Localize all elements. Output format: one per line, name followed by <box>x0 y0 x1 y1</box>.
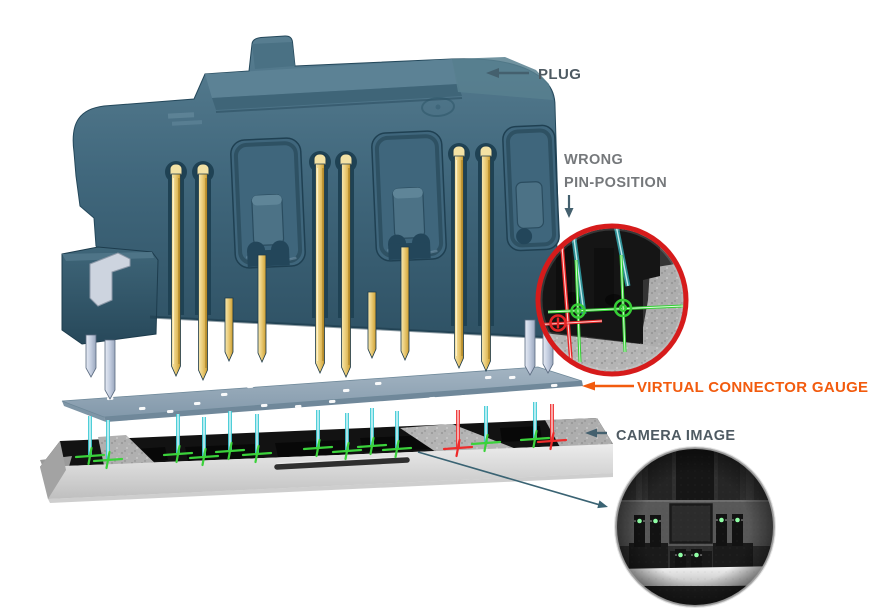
gold-pin <box>313 153 327 374</box>
plug-emboss-circle <box>421 96 455 118</box>
camera-arrowhead <box>585 428 597 438</box>
plug-pins <box>85 145 554 400</box>
plug-cavity <box>502 124 560 252</box>
pin-crosshair-green <box>356 436 388 456</box>
label-camera-image: CAMERA IMAGE <box>616 428 735 444</box>
emboss-mark <box>171 120 203 126</box>
label-wrong-pin-line2: PIN-POSITION <box>564 175 667 191</box>
gold-pin <box>196 163 210 381</box>
strip-slot-highlight <box>276 456 408 464</box>
pin-crosshair-green <box>381 439 413 459</box>
inset-crosshair-green <box>547 254 684 363</box>
plug-top-ledge <box>205 59 458 98</box>
ledge-shadow-line <box>215 97 463 113</box>
crosshair-marker-green <box>570 303 586 319</box>
callout-line-camera-detail <box>417 451 608 509</box>
pin-shaft-red-wrong <box>559 232 574 372</box>
annotation-plug: PLUG <box>486 66 581 83</box>
strip-bottom-edge <box>48 473 613 503</box>
label-wrong-pin-line1: WRONG <box>564 152 623 168</box>
label-plug: PLUG <box>538 66 581 83</box>
pin-crosshair-green <box>92 450 124 470</box>
camera-detail-inset <box>614 446 776 608</box>
camera-image-strip <box>40 402 613 503</box>
strip-left-face <box>40 441 66 499</box>
pin-crosshair-red <box>536 431 568 451</box>
gray-pin <box>104 339 116 400</box>
gray-pin <box>524 319 536 376</box>
label-virtual-gauge: VIRTUAL CONNECTOR GAUGE <box>637 379 868 396</box>
virtual-gauge-plate <box>61 366 583 422</box>
gold-pin <box>339 153 353 378</box>
plug-cavity <box>230 137 306 269</box>
inset-rim-outer <box>614 446 776 608</box>
pin-crosshair-green <box>241 444 273 464</box>
plug-top-right-face <box>452 57 553 100</box>
plate-holes <box>106 375 558 414</box>
pin-crosshair-green <box>188 447 220 467</box>
strip-slot <box>274 457 410 470</box>
inset-ring-red <box>535 223 689 377</box>
plug-cavity <box>371 130 447 262</box>
gold-pin <box>400 246 410 361</box>
emboss-dot <box>435 104 441 110</box>
crosshair-marker-green <box>613 298 633 318</box>
gold-pin <box>169 163 183 377</box>
gold-pin <box>479 145 493 372</box>
strip-front-face <box>40 444 613 499</box>
pin-crosshair-green <box>74 446 106 466</box>
annotation-virtual-gauge: VIRTUAL CONNECTOR GAUGE <box>582 379 868 396</box>
plug-latch-tab <box>252 42 295 69</box>
annotation-camera-image: CAMERA IMAGE <box>585 428 735 444</box>
gold-pin <box>452 145 466 369</box>
gold-pin <box>224 297 234 362</box>
crosshair-marker-red <box>549 314 567 332</box>
pin-crosshair-green <box>519 429 551 449</box>
gray-pin <box>85 334 97 378</box>
pin-crosshair-green <box>331 441 363 461</box>
gold-pin <box>367 291 377 359</box>
plug-latch-clip <box>89 252 131 307</box>
pin-crosshair-green <box>470 433 502 453</box>
pin-crosshair-green <box>162 444 194 464</box>
pin-crosshair-green <box>302 438 334 458</box>
plug-ledge-front <box>212 84 462 110</box>
pin-beams-and-crosshairs <box>74 402 568 470</box>
annotation-wrong-pin: WRONG PIN-POSITION <box>564 152 667 218</box>
gauge-arrowhead <box>582 381 595 391</box>
down-arrowhead <box>564 208 574 218</box>
pin-crosshair-red <box>442 438 474 458</box>
plug-arrowhead <box>486 68 499 78</box>
gold-pin <box>257 254 267 363</box>
inset-rim <box>615 447 775 607</box>
emboss-mark <box>167 112 195 119</box>
pin-crosshair-green <box>214 441 246 461</box>
